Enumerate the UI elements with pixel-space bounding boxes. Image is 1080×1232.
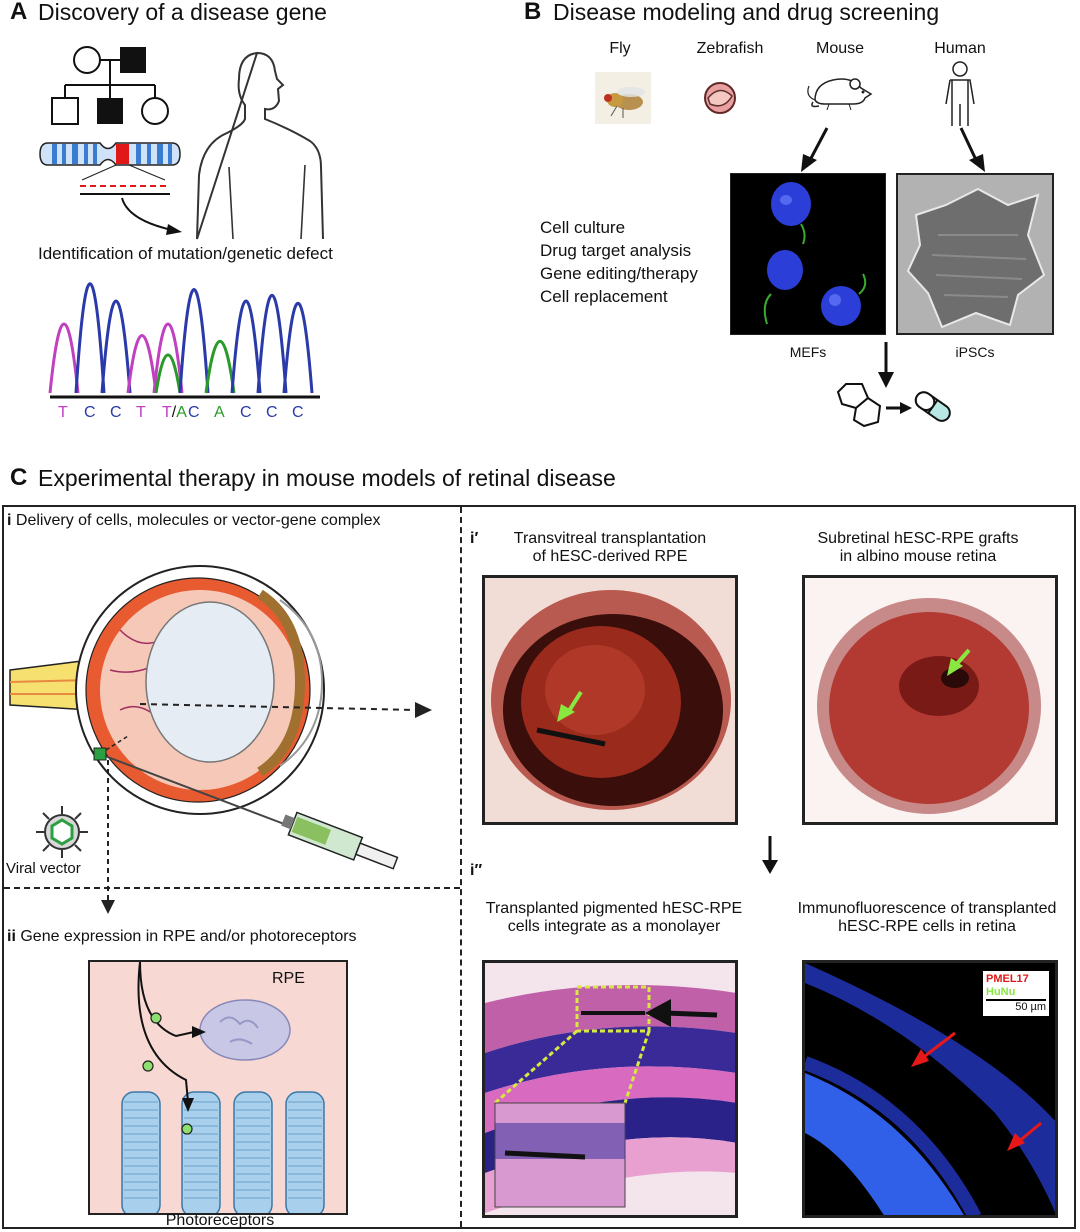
caption-line: of hESC-derived RPE — [532, 548, 688, 565]
organism-label-fly: Fly — [609, 40, 631, 57]
rpe-cell-diagram — [88, 960, 348, 1215]
chromatogram-peak — [204, 340, 236, 394]
legend-pmel17: PMEL17 — [986, 973, 1029, 985]
chromatogram-peak — [282, 301, 314, 394]
mefs-label: MEFs — [789, 344, 827, 360]
chromatogram-peak — [154, 353, 182, 394]
sequence-base: C — [240, 404, 252, 421]
sub-ii-tag: ii — [7, 928, 16, 945]
caption-line: hESC-RPE cells in retina — [838, 918, 1016, 935]
caption-line: cells integrate as a monolayer — [507, 918, 721, 935]
chromatogram-peak — [74, 282, 106, 394]
chromatogram-peak — [256, 294, 288, 394]
sub-i-prime-tag: i′ — [470, 530, 479, 547]
chromatogram-peak — [126, 334, 158, 394]
molecule-to-capsule-icon — [836, 383, 951, 428]
sequence-base: C — [266, 404, 278, 421]
chromatogram-peak — [100, 299, 132, 394]
immunofluorescence-caption: Immunofluorescence of transplanted hESC-… — [772, 900, 1080, 936]
sequence-base: C — [84, 404, 96, 421]
eye-injection-diagram — [9, 565, 432, 870]
chromatogram-peak — [230, 299, 262, 394]
legend-hunu: HuNu — [986, 986, 1016, 998]
rpe-label: RPE — [272, 970, 305, 987]
caption-line: Subretinal hESC-RPE grafts — [817, 530, 1019, 547]
chromatogram-peak — [178, 288, 210, 394]
sequence-base: C — [292, 404, 304, 421]
sub-ii-label: ii Gene expression in RPE and/or photore… — [7, 928, 357, 946]
caption-line: Transvitreal transplantation — [513, 530, 707, 547]
panel-c-vertical-divider — [460, 507, 462, 1227]
sub-i-tag: i — [7, 512, 12, 529]
application-item: Drug target analysis — [540, 241, 692, 260]
viral-vector-label: Viral vector — [6, 860, 81, 877]
to-drug-arrow — [878, 342, 894, 388]
to-gene-expression-arrow — [101, 760, 115, 914]
application-item: Cell culture — [540, 218, 626, 237]
transvitreal-caption: Transvitreal transplantation of hESC-der… — [482, 530, 738, 566]
chromosome-diagram — [39, 142, 182, 235]
fluorescence-legend: PMEL17 HuNu 50 µm — [983, 971, 1049, 1016]
legend-scale-bar: 50 µm — [986, 999, 1046, 1014]
subretinal-eye-photo — [802, 575, 1058, 825]
fly-icon — [595, 72, 651, 124]
mouse-icon — [807, 78, 873, 111]
sequence-base: C — [110, 404, 122, 421]
caption-line: Transplanted pigmented hESC-RPE — [485, 900, 743, 917]
pedigree-diagram — [51, 46, 169, 125]
human-icon — [945, 61, 975, 126]
panel-a-letter: A — [10, 0, 28, 25]
down-arrow-i1-to-i2 — [762, 836, 778, 874]
mouse-to-mefs-arrow — [801, 127, 829, 172]
panel-c-horizontal-divider — [4, 887, 460, 889]
chromatogram — [48, 282, 320, 399]
zebrafish-embryo-icon — [704, 82, 736, 114]
human-silhouette — [196, 51, 324, 240]
subretinal-caption: Subretinal hESC-RPE grafts in albino mou… — [790, 530, 1046, 566]
panel-a-title: Discovery of a disease gene — [38, 0, 327, 25]
application-item: Gene editing/therapy — [540, 264, 698, 283]
panel-b-title: Disease modeling and drug screening — [553, 0, 940, 25]
photoreceptors-label: Photoreceptors — [165, 1212, 275, 1229]
ipscs-micrograph — [896, 173, 1054, 335]
sub-ii-text: Gene expression in RPE and/or photorecep… — [20, 928, 357, 945]
sequence-base: T — [136, 404, 146, 421]
ipscs-label: iPSCs — [955, 344, 995, 360]
chromatogram-peak — [152, 322, 184, 394]
histology-micrograph — [482, 960, 738, 1218]
panel-b-letter: B — [524, 0, 542, 25]
immunofluorescence-micrograph: PMEL17 HuNu 50 µm — [802, 960, 1058, 1218]
application-item: Cell replacement — [540, 287, 668, 306]
application-list: Cell culture Drug target analysis Gene e… — [540, 216, 698, 308]
sequence-base: T — [58, 404, 68, 421]
mutation-label: Identification of mutation/genetic defec… — [38, 244, 333, 263]
sub-i-label: i Delivery of cells, molecules or vector… — [7, 512, 381, 530]
mefs-micrograph — [730, 173, 886, 335]
chromatogram-peak — [48, 322, 80, 394]
monolayer-caption: Transplanted pigmented hESC-RPE cells in… — [464, 900, 764, 936]
sub-i-text: Delivery of cells, molecules or vector-g… — [15, 512, 381, 529]
human-to-ipscs-arrow — [959, 127, 985, 172]
organism-label-human: Human — [934, 40, 986, 57]
viral-vector-icon — [36, 806, 88, 858]
caption-line: in albino mouse retina — [839, 548, 997, 565]
panel-c-frame — [2, 505, 1076, 1229]
transvitreal-eye-photo — [482, 575, 738, 825]
organism-label-mouse: Mouse — [815, 40, 865, 57]
panel-c-title: Experimental therapy in mouse models of … — [38, 465, 616, 491]
sub-i-double-prime-tag: i″ — [470, 862, 483, 879]
sequence-base: T/A — [162, 404, 187, 421]
caption-line: Immunofluorescence of transplanted — [797, 900, 1057, 917]
panel-c-letter: C — [10, 464, 28, 491]
sequence-base: A — [214, 404, 225, 421]
organism-label-zebrafish: Zebrafish — [696, 40, 764, 57]
sequence-base: C — [188, 404, 200, 421]
